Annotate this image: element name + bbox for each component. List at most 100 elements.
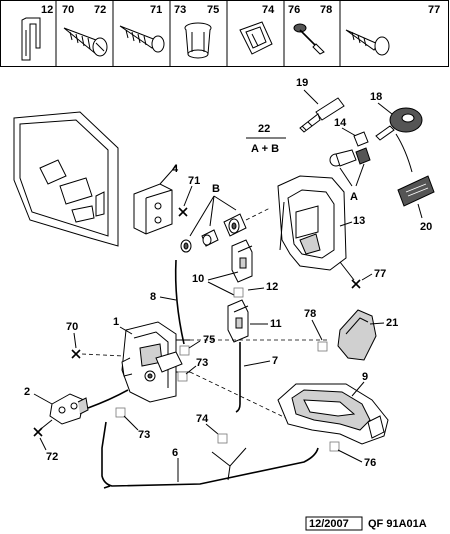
part-9-interior-handle (277, 383, 389, 445)
callout-71: 71 (188, 175, 200, 187)
leader-line (351, 381, 365, 397)
bushing-icon (184, 22, 212, 59)
leader-line (41, 419, 53, 429)
door-outline (13, 111, 119, 247)
callout-73-lower: 73 (138, 429, 150, 441)
callout-12: 12 (266, 281, 278, 293)
leader-line (123, 415, 139, 431)
callout-76: 76 (364, 457, 376, 469)
push-rivet-icon (293, 23, 325, 55)
header-ref-12: 12 (41, 4, 53, 16)
callout-18: 18 (370, 91, 382, 103)
torx-screw-icon (345, 29, 390, 56)
callout-74: 74 (196, 413, 209, 425)
group-label-b: B (212, 183, 220, 195)
leader-line (303, 89, 319, 105)
leader-line (185, 365, 197, 375)
cable-6-end (103, 485, 111, 489)
footer-date: 12/2007 (309, 518, 349, 530)
fastener-square (233, 287, 244, 298)
self-tapping-screw-icon (119, 25, 165, 53)
callout-21: 21 (386, 317, 398, 329)
part-1-lock-mechanism (121, 321, 190, 403)
part-a-cylinder (329, 147, 371, 167)
leader-line (243, 360, 271, 367)
leader-line (188, 340, 201, 349)
callout-13: 13 (353, 215, 365, 227)
callout-8: 8 (150, 291, 156, 303)
dashed-axis (189, 371, 291, 421)
callout-6: 6 (172, 447, 178, 459)
part-19-key-blank (299, 97, 345, 133)
leader-line (33, 393, 53, 405)
part-4-bracket (133, 165, 177, 235)
fastener-square (217, 433, 228, 444)
callout-19: 19 (296, 77, 308, 89)
leader-line (339, 261, 355, 281)
footer-date-box (305, 516, 363, 531)
part-13-handle-housing (277, 175, 347, 271)
cross-marker-72 (33, 427, 43, 437)
callout-77: 77 (374, 268, 386, 280)
callout-72: 72 (46, 451, 58, 463)
fastener-square (179, 345, 190, 356)
retaining-clip-icon (239, 21, 273, 55)
header-ref-73: 73 (174, 4, 186, 16)
callout-1: 1 (113, 316, 119, 328)
cable-6 (101, 421, 319, 487)
callout-75: 75 (203, 334, 215, 346)
wood-screw-icon (63, 27, 108, 57)
set-formula: A + B (251, 143, 279, 155)
leader-line (395, 133, 413, 173)
leader-line (311, 319, 323, 341)
leader-line (377, 102, 393, 115)
part-14-cap (353, 131, 369, 147)
set-number-22: 22 (258, 123, 270, 135)
header-parts-strip: 12 70 72 71 73 75 (0, 0, 449, 67)
b-leader-lines (189, 195, 237, 237)
leader-line (341, 127, 357, 137)
lock-cylinder-parts (180, 207, 271, 253)
fastener-square (115, 407, 126, 418)
header-ref-75: 75 (207, 4, 219, 16)
cable-split-mark (211, 447, 247, 481)
cross-marker-71 (178, 207, 188, 217)
leader-line (247, 287, 265, 291)
fastener-square (317, 341, 328, 352)
leader-line (417, 203, 423, 219)
rod-7 (235, 342, 241, 413)
cross-marker-70 (71, 349, 81, 359)
part-2-striker-plate (49, 393, 89, 425)
group-label-a: A (350, 191, 358, 203)
header-frame (0, 0, 449, 67)
clip-icon (21, 17, 41, 61)
callout-73-upper: 73 (196, 357, 208, 369)
part-20-key-fob-tag (397, 175, 435, 207)
part-10-connector-upper (231, 239, 253, 283)
leader-line (339, 221, 353, 227)
fastener-square (329, 441, 340, 452)
part-18-remote-key (375, 107, 423, 141)
header-ref-70: 70 (62, 4, 74, 16)
callout-78: 78 (304, 308, 316, 320)
header-ref-74: 74 (262, 4, 275, 16)
leader-line (159, 296, 177, 301)
footer-reference: 12/2007 QF 91A01A (305, 516, 427, 531)
a-leader-lines (339, 163, 365, 187)
leader-line (119, 326, 133, 335)
part-10-leader-lines (207, 271, 239, 297)
fastener-square (177, 371, 188, 382)
header-ref-77: 77 (428, 4, 440, 16)
callout-2: 2 (24, 386, 30, 398)
header-ref-72: 72 (94, 4, 106, 16)
header-ref-78: 78 (320, 4, 332, 16)
leader-line (183, 185, 193, 207)
cross-marker-77 (351, 279, 361, 289)
leader-line (39, 437, 47, 451)
rod-striker-link (87, 389, 129, 409)
header-ref-71: 71 (150, 4, 162, 16)
leader-line (337, 449, 363, 463)
callout-9: 9 (362, 371, 368, 383)
callout-70: 70 (66, 321, 78, 333)
